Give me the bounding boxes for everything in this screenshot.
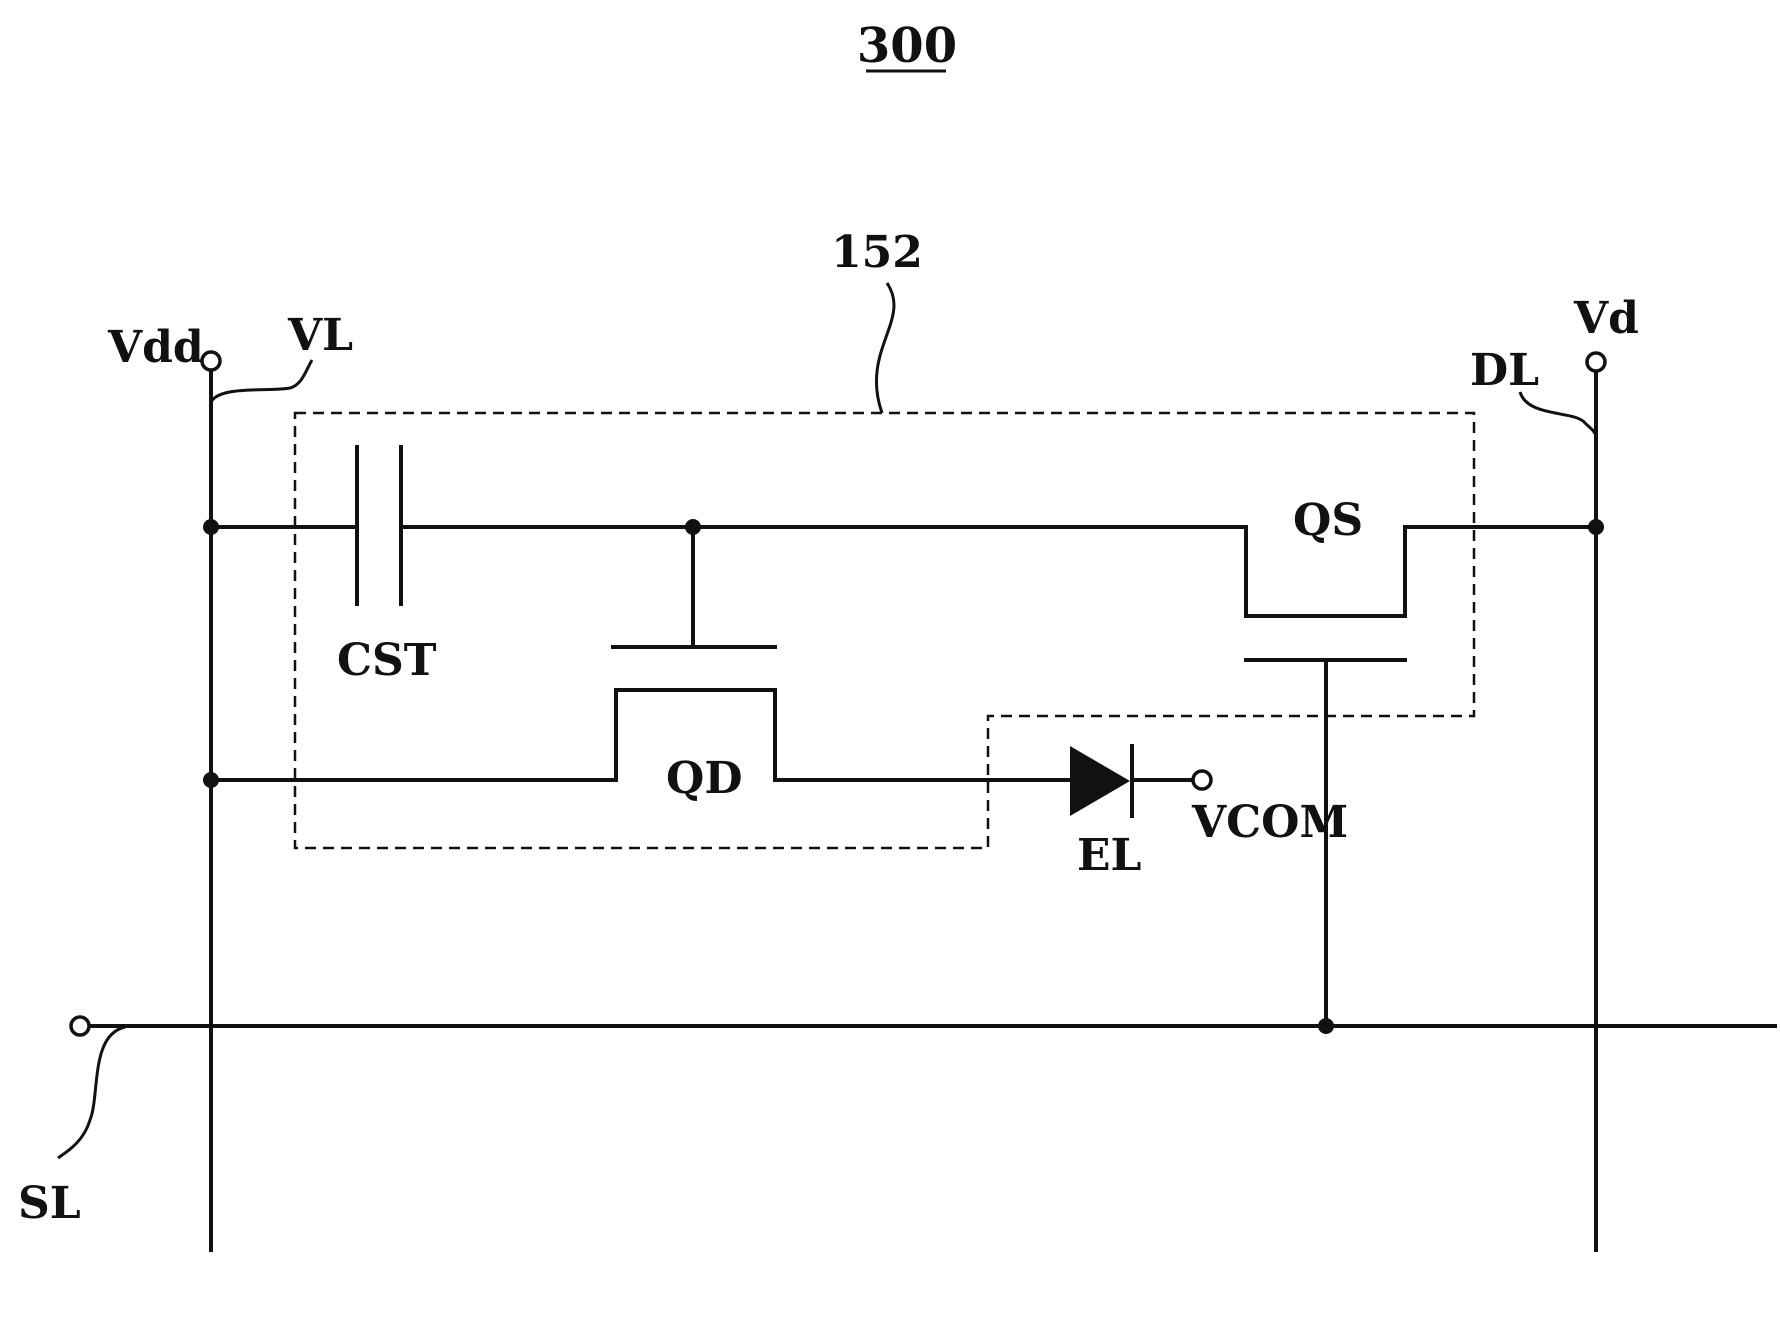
sl-terminal — [69, 1015, 91, 1037]
junction-dl — [1588, 519, 1604, 535]
dl-label: DL — [1470, 345, 1539, 396]
sl-label: SL — [18, 1178, 81, 1229]
junction-vl-top — [203, 519, 219, 535]
qs-label: QS — [1293, 495, 1363, 546]
sl-leader — [57, 1025, 126, 1160]
dl-leader — [1518, 391, 1598, 437]
junction-sl-qs — [1318, 1018, 1334, 1034]
vl-leader — [209, 359, 314, 403]
el-label: EL — [1077, 830, 1141, 881]
vd-label: Vd — [1573, 293, 1639, 344]
vdd-terminal — [200, 350, 222, 372]
qs-channel — [1244, 525, 1598, 618]
pixel-circuit-region-boundary — [293, 411, 1476, 850]
qd-label: QD — [666, 753, 742, 804]
junction-gate-node — [685, 519, 701, 535]
cst-label: CST — [337, 635, 437, 686]
vd-terminal — [1585, 351, 1607, 373]
vcom-label: VCOM — [1191, 797, 1348, 848]
region-ref-label: 152 — [831, 227, 923, 278]
figure-number: 300 — [857, 18, 957, 74]
qd-channel — [209, 688, 1072, 782]
region-ref-leader — [875, 282, 896, 414]
vdd-label: Vdd — [107, 322, 204, 373]
vl-label: VL — [287, 310, 353, 361]
el-diode-icon — [1070, 746, 1130, 816]
vcom-terminal — [1191, 769, 1213, 791]
junction-vl-qd — [203, 772, 219, 788]
